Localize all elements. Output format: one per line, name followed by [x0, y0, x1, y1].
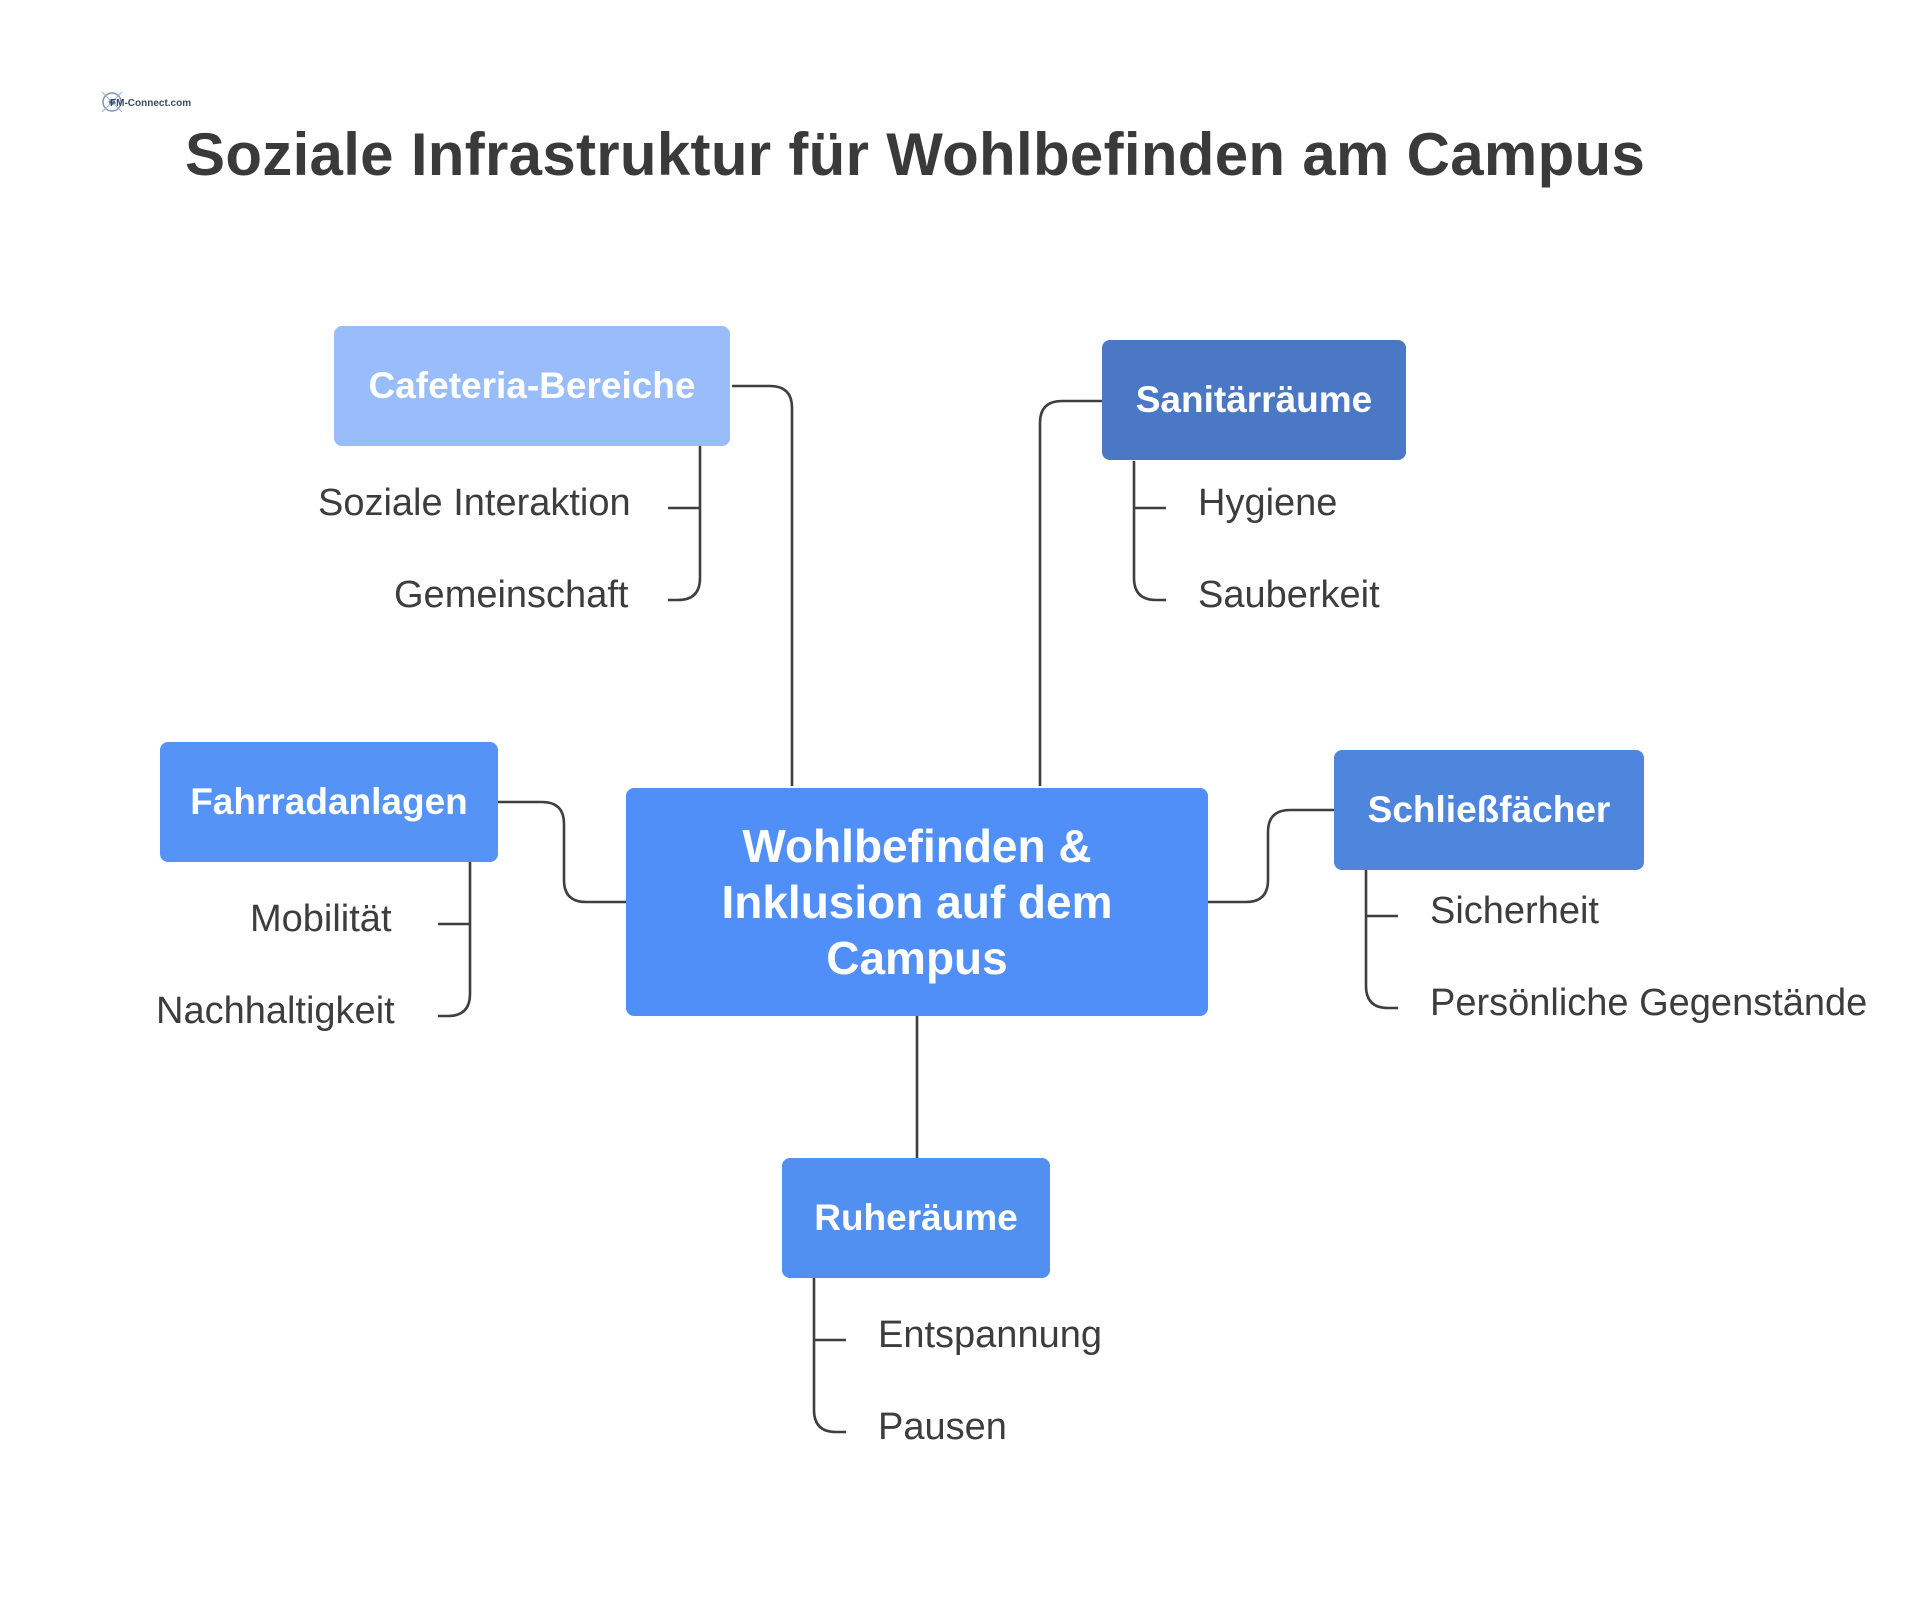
center-node-label: Wohlbefinden & Inklusion auf dem Campus	[721, 820, 1113, 984]
connector-ruhe-items	[812, 1278, 846, 1434]
logo-mark-icon	[101, 91, 123, 113]
branch-ruhe[interactable]: Ruheräume	[782, 1158, 1050, 1278]
center-node[interactable]: Wohlbefinden & Inklusion auf dem Campus	[626, 788, 1208, 1016]
connector-fahrrad	[498, 800, 626, 904]
connector-schliess-items	[1364, 870, 1398, 1010]
branch-ruhe-label: Ruheräume	[814, 1197, 1018, 1238]
connector-fahrrad-items	[438, 862, 472, 1018]
connector-schliess	[1206, 808, 1336, 904]
item-mobilitaet: Mobilität	[250, 898, 392, 940]
item-entspannung: Entspannung	[878, 1314, 1102, 1356]
connector-sanitaer-items	[1132, 461, 1166, 602]
connector-cafeteria	[732, 384, 794, 786]
branch-sanitaer-label: Sanitärräume	[1135, 379, 1373, 420]
logo-text: FM-Connect.com	[110, 98, 192, 109]
branch-sanitaer[interactable]: Sanitärräume	[1102, 340, 1406, 460]
item-nachhaltigkeit: Nachhaltigkeit	[156, 990, 395, 1032]
connector-cafeteria-items	[668, 446, 702, 602]
page-title: Soziale Infrastruktur für Wohlbefinden a…	[185, 121, 1646, 188]
branch-schliess[interactable]: Schließfächer	[1334, 750, 1644, 870]
branch-fahrrad[interactable]: Fahrradanlagen	[160, 742, 498, 862]
branch-cafeteria[interactable]: Cafeteria-Bereiche	[334, 326, 730, 446]
item-hygiene: Hygiene	[1198, 482, 1338, 524]
connector-sanitaer	[1038, 399, 1102, 786]
branch-cafeteria-label: Cafeteria-Bereiche	[368, 365, 696, 406]
fm-connect-logo: FM-Connect.com	[98, 88, 191, 124]
item-persoenliche-gegenstaende: Persönliche Gegenstände	[1430, 982, 1868, 1024]
item-pausen: Pausen	[878, 1406, 1007, 1448]
branch-schliess-label: Schließfächer	[1367, 789, 1611, 830]
item-sicherheit: Sicherheit	[1430, 890, 1599, 932]
item-sauberkeit: Sauberkeit	[1198, 574, 1380, 616]
branch-fahrrad-label: Fahrradanlagen	[190, 781, 468, 822]
item-soziale-interaktion: Soziale Interaktion	[318, 482, 631, 524]
item-gemeinschaft: Gemeinschaft	[394, 574, 629, 616]
